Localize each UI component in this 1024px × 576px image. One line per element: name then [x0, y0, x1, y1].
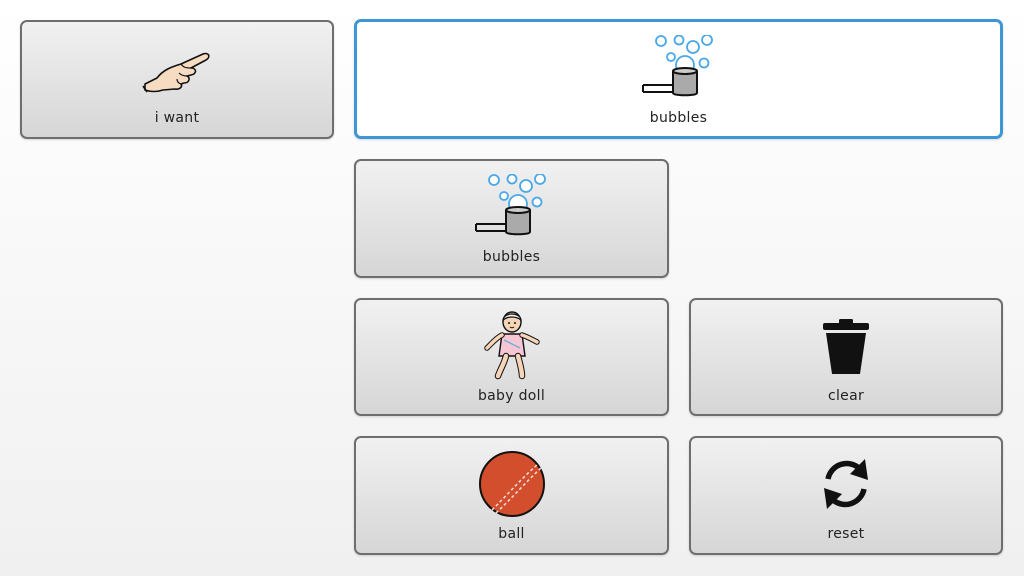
reset-button[interactable]: reset	[689, 436, 1003, 555]
baby-doll-label: baby doll	[477, 388, 546, 404]
pointing-hand-icon	[137, 34, 217, 102]
ball-label: ball	[498, 526, 525, 542]
i-want-label: i want	[154, 110, 200, 126]
reset-arrows-icon	[816, 450, 876, 518]
bubbles-icon	[641, 34, 717, 102]
bubbles-label: bubbles	[482, 249, 541, 265]
clear-button[interactable]: clear	[689, 298, 1003, 416]
message-bar[interactable]: bubbles	[354, 19, 1003, 139]
trash-can-icon	[820, 312, 872, 380]
ball-button[interactable]: ball	[354, 436, 669, 555]
baby-doll-button[interactable]: baby doll	[354, 298, 669, 416]
bubbles-button[interactable]: bubbles	[354, 159, 669, 278]
i-want-button[interactable]: i want	[20, 20, 334, 139]
baby-doll-icon	[482, 311, 542, 380]
message-symbol-label: bubbles	[649, 110, 708, 126]
clear-label: clear	[827, 388, 865, 404]
reset-label: reset	[827, 526, 865, 542]
ball-icon	[478, 450, 546, 518]
bubbles-icon	[474, 173, 550, 241]
